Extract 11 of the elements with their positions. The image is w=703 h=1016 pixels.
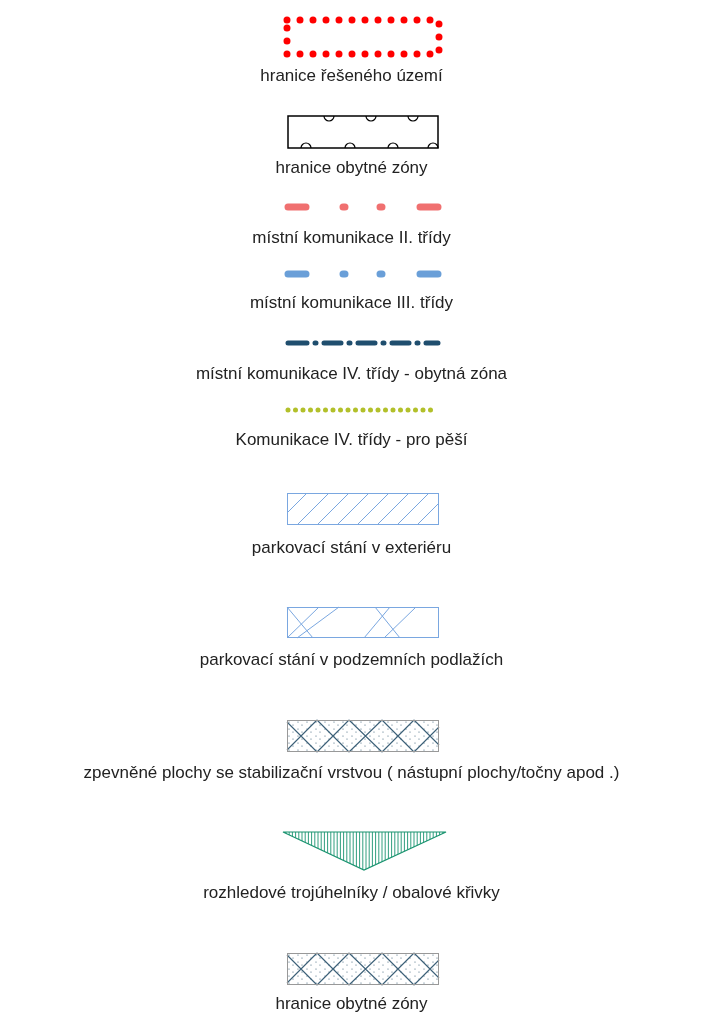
legend-label: místní komunikace IV. třídy - obytná zóna [194,364,509,384]
legend-label: parkovací stání v exteriéru [250,538,453,558]
legend-label: rozhledové trojúhelníky / obalové křivky [202,883,501,903]
legend-label: místní komunikace II. třídy [251,228,452,248]
legend-label: hranice řešeného území [259,66,444,86]
legend-label: zpevněné plochy se stabilizační vrstvou ( nástupní plochy/točny apod .) [82,763,621,783]
legend-label: Komunikace IV. třídy - pro pěší [234,430,469,450]
legend-label: hranice obytné zóny [274,994,429,1014]
legend-label: parkovací stání v podzemních podlažích [198,650,505,670]
legend-label: hranice obytné zóny [274,158,429,178]
legend-label: místní komunikace III. třídy [248,293,455,313]
